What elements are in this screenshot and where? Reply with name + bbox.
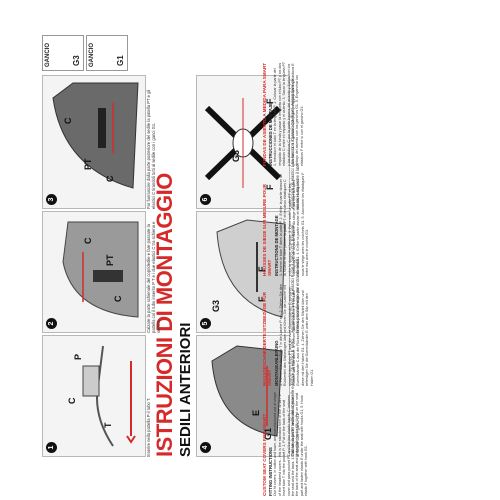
step-3-illustration [52,82,139,189]
column-body: 1. Führen Sie das Rohr T in die Lasche P… [278,284,314,386]
step-1-illustration [82,345,136,447]
text-column-es: FUNDAS DE ASIENTO A MEDIDA PARA SMART IN… [260,62,490,166]
step-panel-1: 1 P T C [42,335,146,457]
text-column-de: MASSGESCHNEIDERTE SITZBEZÜGE FÜR SMART M… [260,282,490,386]
label-c: C [83,237,93,245]
column-body: 1. Introducir el tubo T en la lengüeta P… [273,62,304,166]
step-6-illustration [204,98,282,188]
hook-code: G1 [116,55,125,66]
hook-g3-box: GANCIO G3 [42,35,84,71]
column-heading: CUSTOM SEAT COVERS FOR SMART [262,413,267,496]
hook-label: GANCIO [45,43,51,67]
column-heading: MASSGESCHNEIDERTE SITZBEZÜGE FÜR SMART [262,292,273,386]
step-panel-6: 6 G3 F F [196,75,290,209]
step-caption-2: Calzare la parte schienale del copridedi… [146,221,161,334]
page-subtitle: SEDILI ANTERIORI [177,322,194,457]
column-body: Our fit covers, in cotton and foam, are … [273,392,309,496]
step-panel-2: 2 PT C C [42,211,146,333]
label-pt: PT [105,254,115,266]
step-panel-4: 4 G1 E [196,335,290,457]
label-c: C [113,295,123,303]
column-heading: HOUSSES DE SIEGE SUR MESURE POUR SMART [262,184,273,276]
hook-g1-box: GANCIO G1 [86,35,128,71]
hook-code: G3 [72,55,81,66]
column-heading: FUNDAS DE ASIENTO A MEDIDA PARA SMART [262,62,267,166]
label-c: C [63,117,73,125]
column-body: 1. Insérer le tube T dans la patte P. 2.… [278,172,310,276]
step-2-illustration [62,221,139,318]
label-c: C [105,175,115,183]
step-caption-1: Inserire nella pattella P il tubo T. [146,397,151,457]
step-5-illustration [216,219,286,318]
label-g3: G3 [231,149,241,162]
step-panel-5: 5 G3 F F [196,211,290,333]
step-caption-3: Far fuoriuscire dalla parte posteriore d… [146,89,156,209]
label-c: C [67,397,77,405]
hook-label: GANCIO [89,43,95,67]
step-4-illustration [211,345,283,437]
text-column-en: CUSTOM SEAT COVERS FOR SMART FITTING INS… [260,392,490,496]
text-column-fr: HOUSSES DE SIEGE SUR MESURE POUR SMART I… [260,172,490,276]
text-columns: CUSTOM SEAT COVERS FOR SMART FITTING INS… [256,56,496,496]
label-pt: PT [83,158,93,170]
rotated-page: ISTRUZIONI DI MONTAGGIO SEDILI ANTERIORI… [36,33,311,463]
label-p: P [73,353,83,360]
label-g3: G3 [211,299,221,312]
step-panel-3: 3 PT C C [42,75,146,209]
label-t: T [103,422,113,429]
